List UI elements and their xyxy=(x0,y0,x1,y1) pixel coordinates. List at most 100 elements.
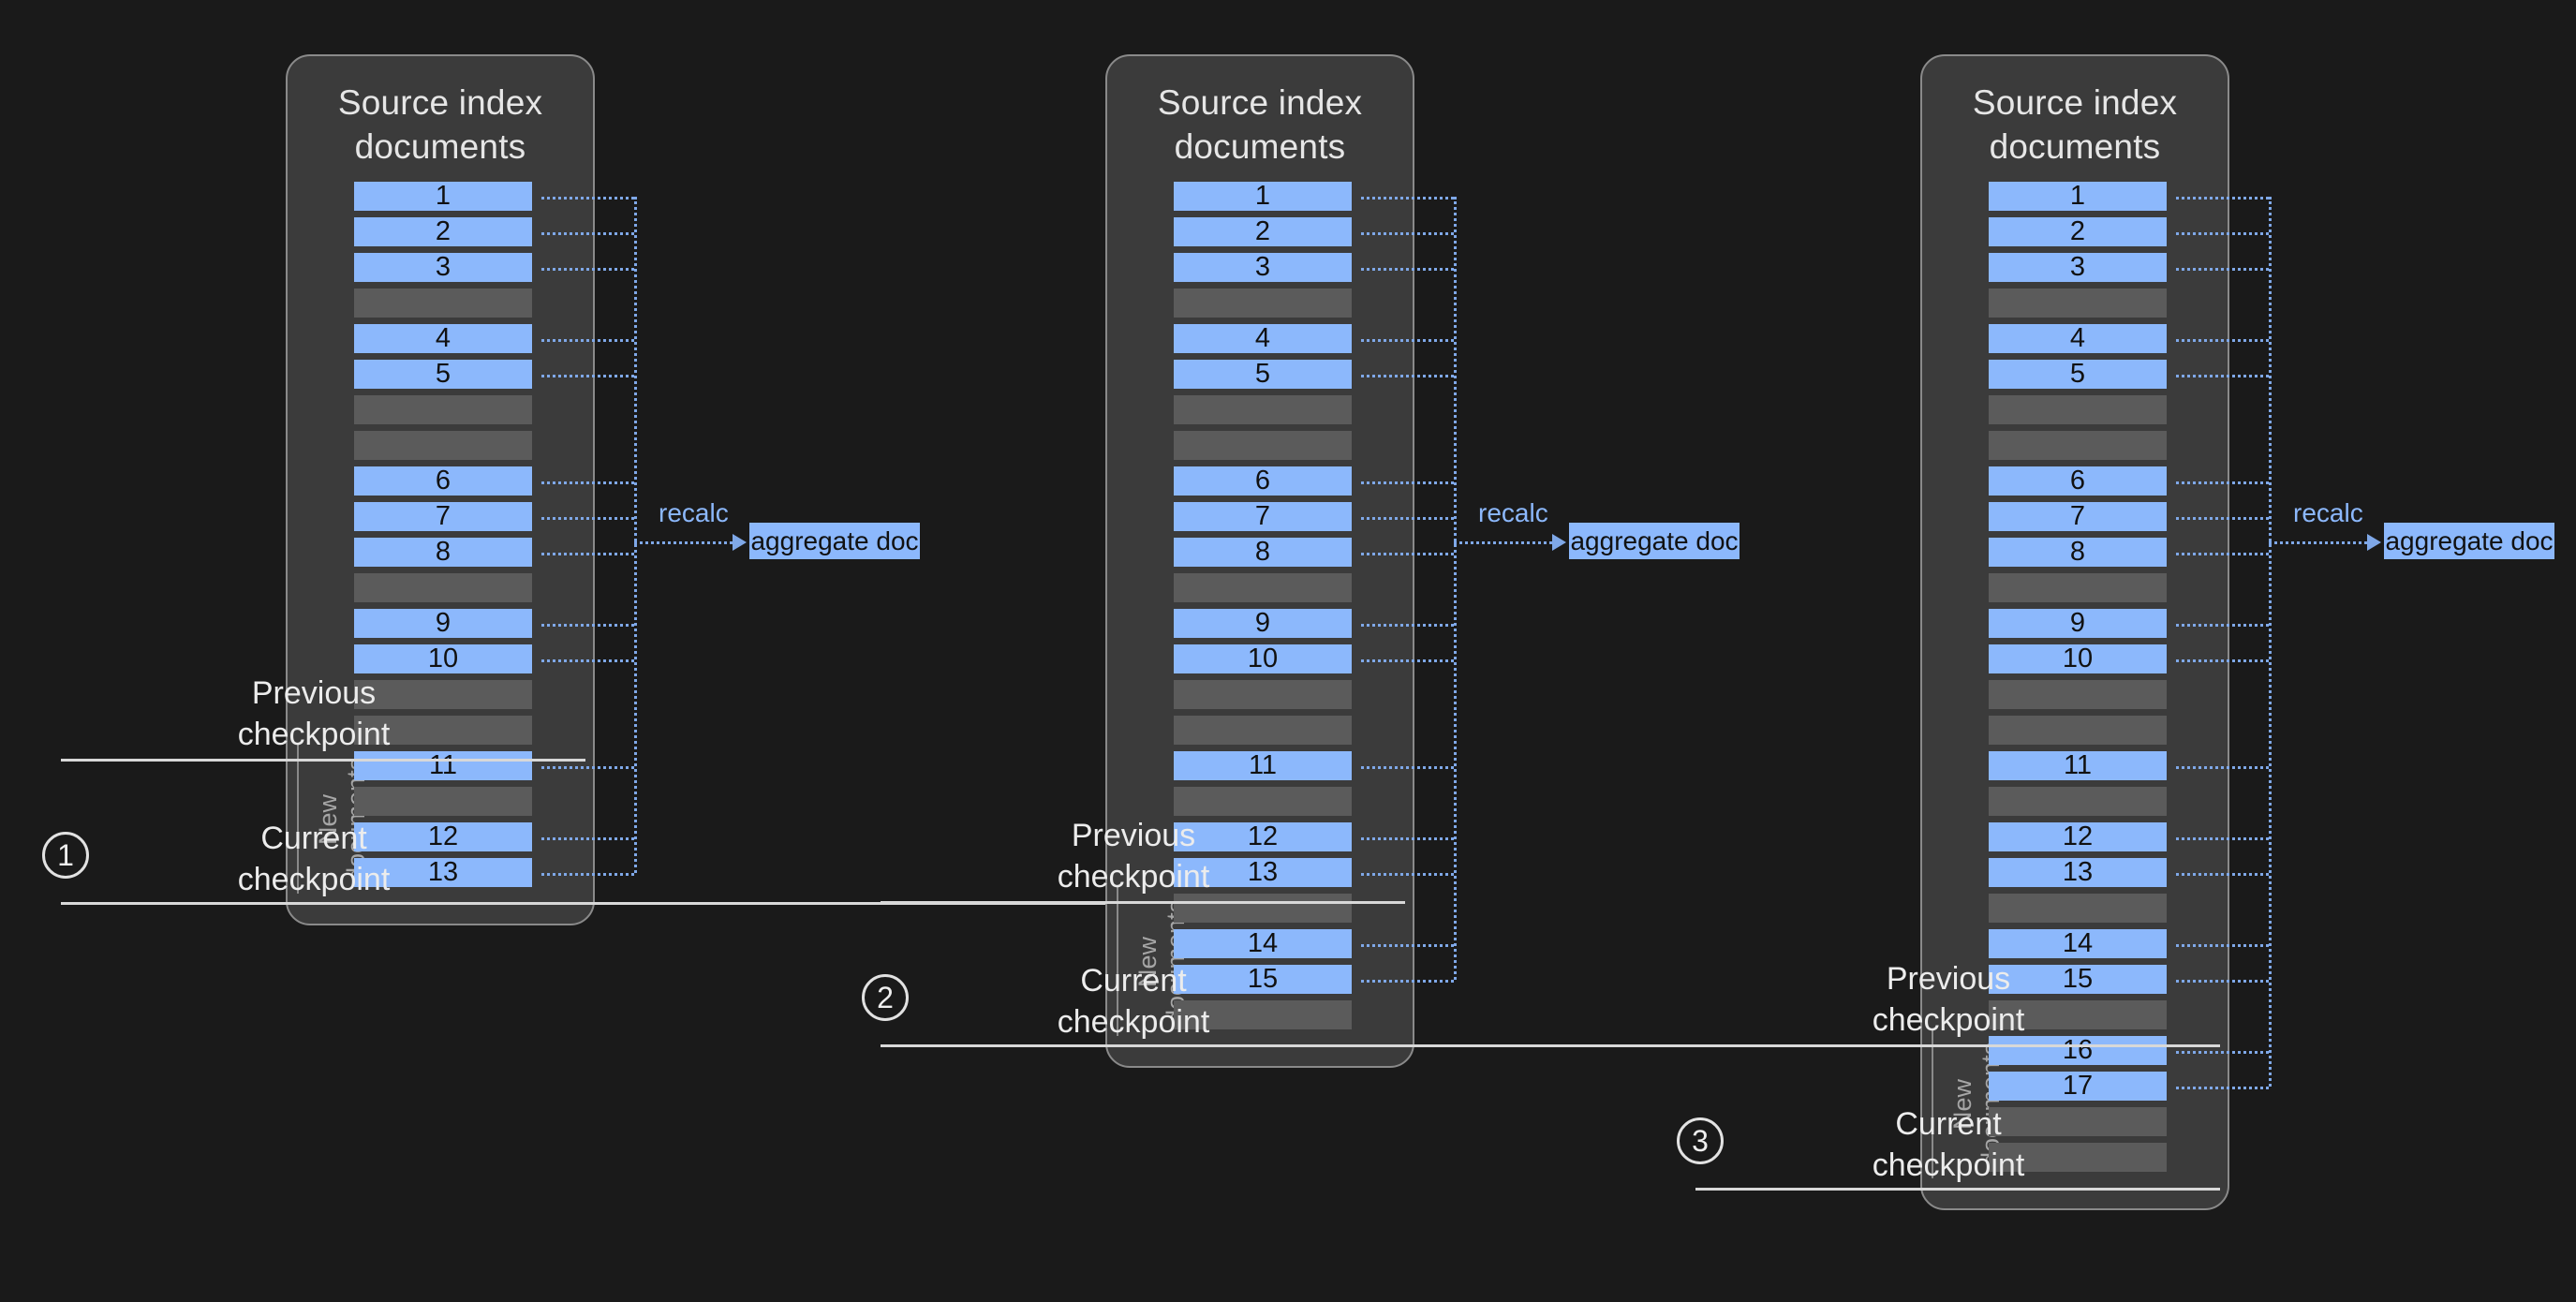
doc-row xyxy=(1989,716,2167,745)
doc-row: 14 xyxy=(1989,928,2167,958)
current-checkpoint-label: Current checkpoint xyxy=(237,821,391,898)
collector-bus xyxy=(634,197,637,873)
doc-row: 9 xyxy=(1174,608,1352,638)
doc-row: 14 xyxy=(1174,928,1352,958)
doc-row: 3 xyxy=(1174,252,1352,282)
doc-row: 8 xyxy=(1174,537,1352,567)
doc-row: 6 xyxy=(1174,466,1352,496)
doc-row: 13 xyxy=(1989,857,2167,887)
doc-connector xyxy=(2176,766,2269,769)
doc-row: 8 xyxy=(1989,537,2167,567)
collector-bus xyxy=(1454,197,1457,980)
doc-connector xyxy=(541,375,634,377)
doc-row: 1 xyxy=(1989,181,2167,211)
step-number-1: 1 xyxy=(42,832,89,879)
doc-connector xyxy=(2176,837,2269,840)
doc-connector xyxy=(1361,481,1454,484)
doc-connector xyxy=(1361,517,1454,520)
recalc-label: recalc xyxy=(659,498,729,527)
doc-connector xyxy=(541,766,634,769)
doc-row: 10 xyxy=(1174,644,1352,673)
doc-connector xyxy=(2176,1051,2269,1054)
doc-row: 1 xyxy=(1174,181,1352,211)
doc-connector xyxy=(1361,980,1454,983)
doc-connector xyxy=(2176,197,2269,200)
doc-connector xyxy=(541,873,634,876)
doc-connector xyxy=(1361,624,1454,627)
aggregate-doc-box: aggregate doc xyxy=(1569,523,1740,559)
doc-row: 10 xyxy=(1989,644,2167,673)
doc-row xyxy=(1174,573,1352,602)
doc-connector xyxy=(2176,375,2269,377)
doc-row: 2 xyxy=(354,216,532,246)
doc-connector xyxy=(541,553,634,555)
doc-row xyxy=(1989,680,2167,709)
doc-row xyxy=(354,716,532,745)
doc-row xyxy=(1989,431,2167,460)
doc-row: 15 xyxy=(1174,964,1352,994)
doc-connector xyxy=(1361,873,1454,876)
doc-row xyxy=(1989,1143,2167,1172)
doc-connector xyxy=(541,837,634,840)
doc-row: 9 xyxy=(1989,608,2167,638)
panel-title: Source index documents xyxy=(337,83,543,167)
doc-connector xyxy=(2176,339,2269,342)
new-documents-band xyxy=(297,745,588,894)
doc-connector xyxy=(541,268,634,271)
current-checkpoint-line xyxy=(61,902,1396,905)
doc-row: 11 xyxy=(354,750,532,780)
doc-row: 16 xyxy=(1989,1035,2167,1065)
doc-connector xyxy=(1361,268,1454,271)
previous-checkpoint-label: Previous checkpoint xyxy=(1057,818,1210,895)
recalc-arrow-line xyxy=(634,541,733,544)
doc-row xyxy=(1174,716,1352,745)
current-checkpoint-label: Current checkpoint xyxy=(1057,963,1210,1041)
previous-checkpoint-label: Previous checkpoint xyxy=(1872,961,2025,1039)
doc-row: 2 xyxy=(1174,216,1352,246)
current-checkpoint-line xyxy=(1695,1188,2220,1191)
doc-connector xyxy=(1361,944,1454,947)
doc-connector xyxy=(541,197,634,200)
doc-row: 4 xyxy=(1174,323,1352,353)
previous-checkpoint-label: Previous checkpoint xyxy=(237,675,391,753)
previous-checkpoint-line xyxy=(61,759,585,762)
doc-connector xyxy=(1361,659,1454,662)
recalc-label: recalc xyxy=(1478,498,1548,527)
recalc-arrow-head xyxy=(1552,534,1566,551)
doc-row: 4 xyxy=(354,323,532,353)
doc-row xyxy=(1989,787,2167,816)
doc-connector xyxy=(2176,624,2269,627)
recalc-arrow-head xyxy=(733,534,747,551)
doc-row xyxy=(354,395,532,424)
doc-row xyxy=(354,680,532,709)
doc-connector xyxy=(1361,339,1454,342)
doc-connector xyxy=(2176,873,2269,876)
doc-row: 17 xyxy=(1989,1071,2167,1101)
doc-row: 11 xyxy=(1174,750,1352,780)
doc-connector xyxy=(541,481,634,484)
panel-title: Source index documents xyxy=(1972,83,2178,167)
previous-checkpoint-line xyxy=(881,901,1405,904)
doc-row xyxy=(354,573,532,602)
doc-row: 2 xyxy=(1989,216,2167,246)
doc-row: 13 xyxy=(354,857,532,887)
doc-connector xyxy=(1361,375,1454,377)
doc-row xyxy=(1989,395,2167,424)
previous-checkpoint-line xyxy=(1695,1044,2220,1047)
doc-connector xyxy=(2176,980,2269,983)
doc-connector xyxy=(541,232,634,235)
doc-row xyxy=(1174,680,1352,709)
doc-row: 5 xyxy=(1174,359,1352,389)
doc-row xyxy=(354,787,532,816)
doc-connector xyxy=(1361,837,1454,840)
doc-row: 3 xyxy=(1989,252,2167,282)
doc-row: 12 xyxy=(354,821,532,851)
doc-connector xyxy=(541,624,634,627)
panel-title: Source index documents xyxy=(1157,83,1363,167)
doc-row: 15 xyxy=(1989,964,2167,994)
doc-row: 5 xyxy=(1989,359,2167,389)
doc-connector xyxy=(1361,766,1454,769)
doc-row xyxy=(1989,1107,2167,1136)
doc-row xyxy=(1174,787,1352,816)
step-number-3: 3 xyxy=(1677,1117,1724,1164)
